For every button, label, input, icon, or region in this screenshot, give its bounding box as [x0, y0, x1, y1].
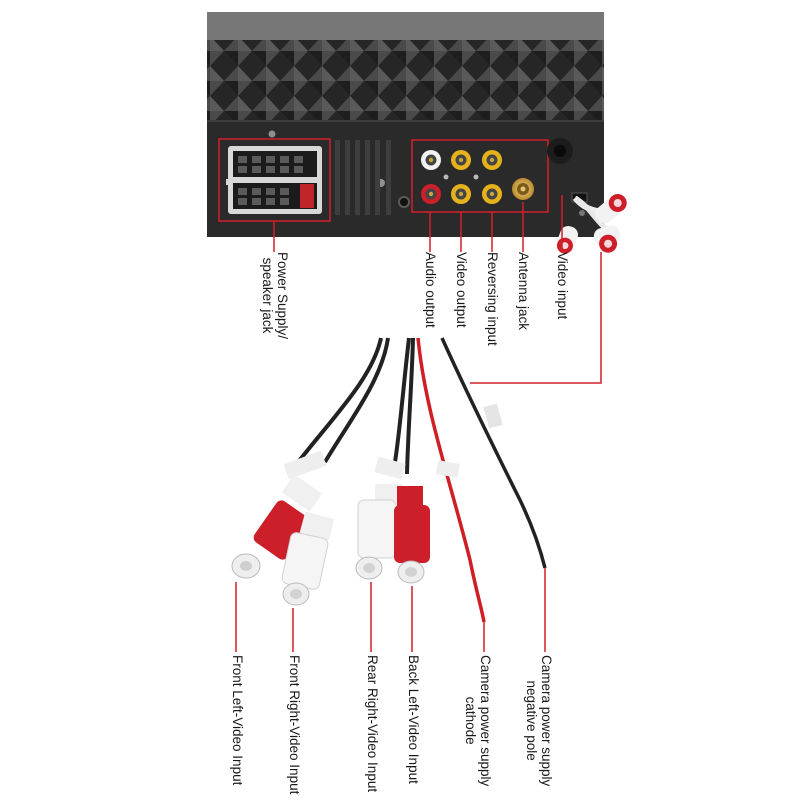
rca-jack-yellow-reversing	[482, 150, 502, 170]
small-jack-icon	[398, 196, 410, 208]
rca-jack-white-top	[421, 150, 441, 170]
plug-front-right	[281, 511, 335, 606]
callout-lines-top	[273, 195, 602, 384]
plug-back-left	[394, 486, 430, 584]
unit-top-face	[207, 40, 604, 120]
unit-top-strip	[207, 12, 604, 42]
round-port	[547, 138, 573, 164]
rca-cables	[283, 337, 547, 623]
screw-icon	[579, 210, 585, 216]
plug-rear-right	[355, 484, 403, 580]
harness-socket	[226, 146, 322, 214]
rca-jack-red-bottom	[421, 184, 441, 204]
callout-lines-bottom	[235, 568, 546, 652]
screw-icon	[268, 130, 276, 138]
cooling-fins	[335, 140, 391, 215]
rca-highlight-box	[411, 139, 549, 213]
antenna-jack	[512, 178, 534, 200]
plug-front-left	[231, 474, 323, 579]
rca-jack-yellow-bottom-2	[482, 184, 502, 204]
head-unit	[207, 12, 604, 237]
rca-jack-yellow-top	[451, 150, 471, 170]
video-input-leads	[556, 194, 627, 254]
rca-jack-yellow-bottom	[451, 184, 471, 204]
